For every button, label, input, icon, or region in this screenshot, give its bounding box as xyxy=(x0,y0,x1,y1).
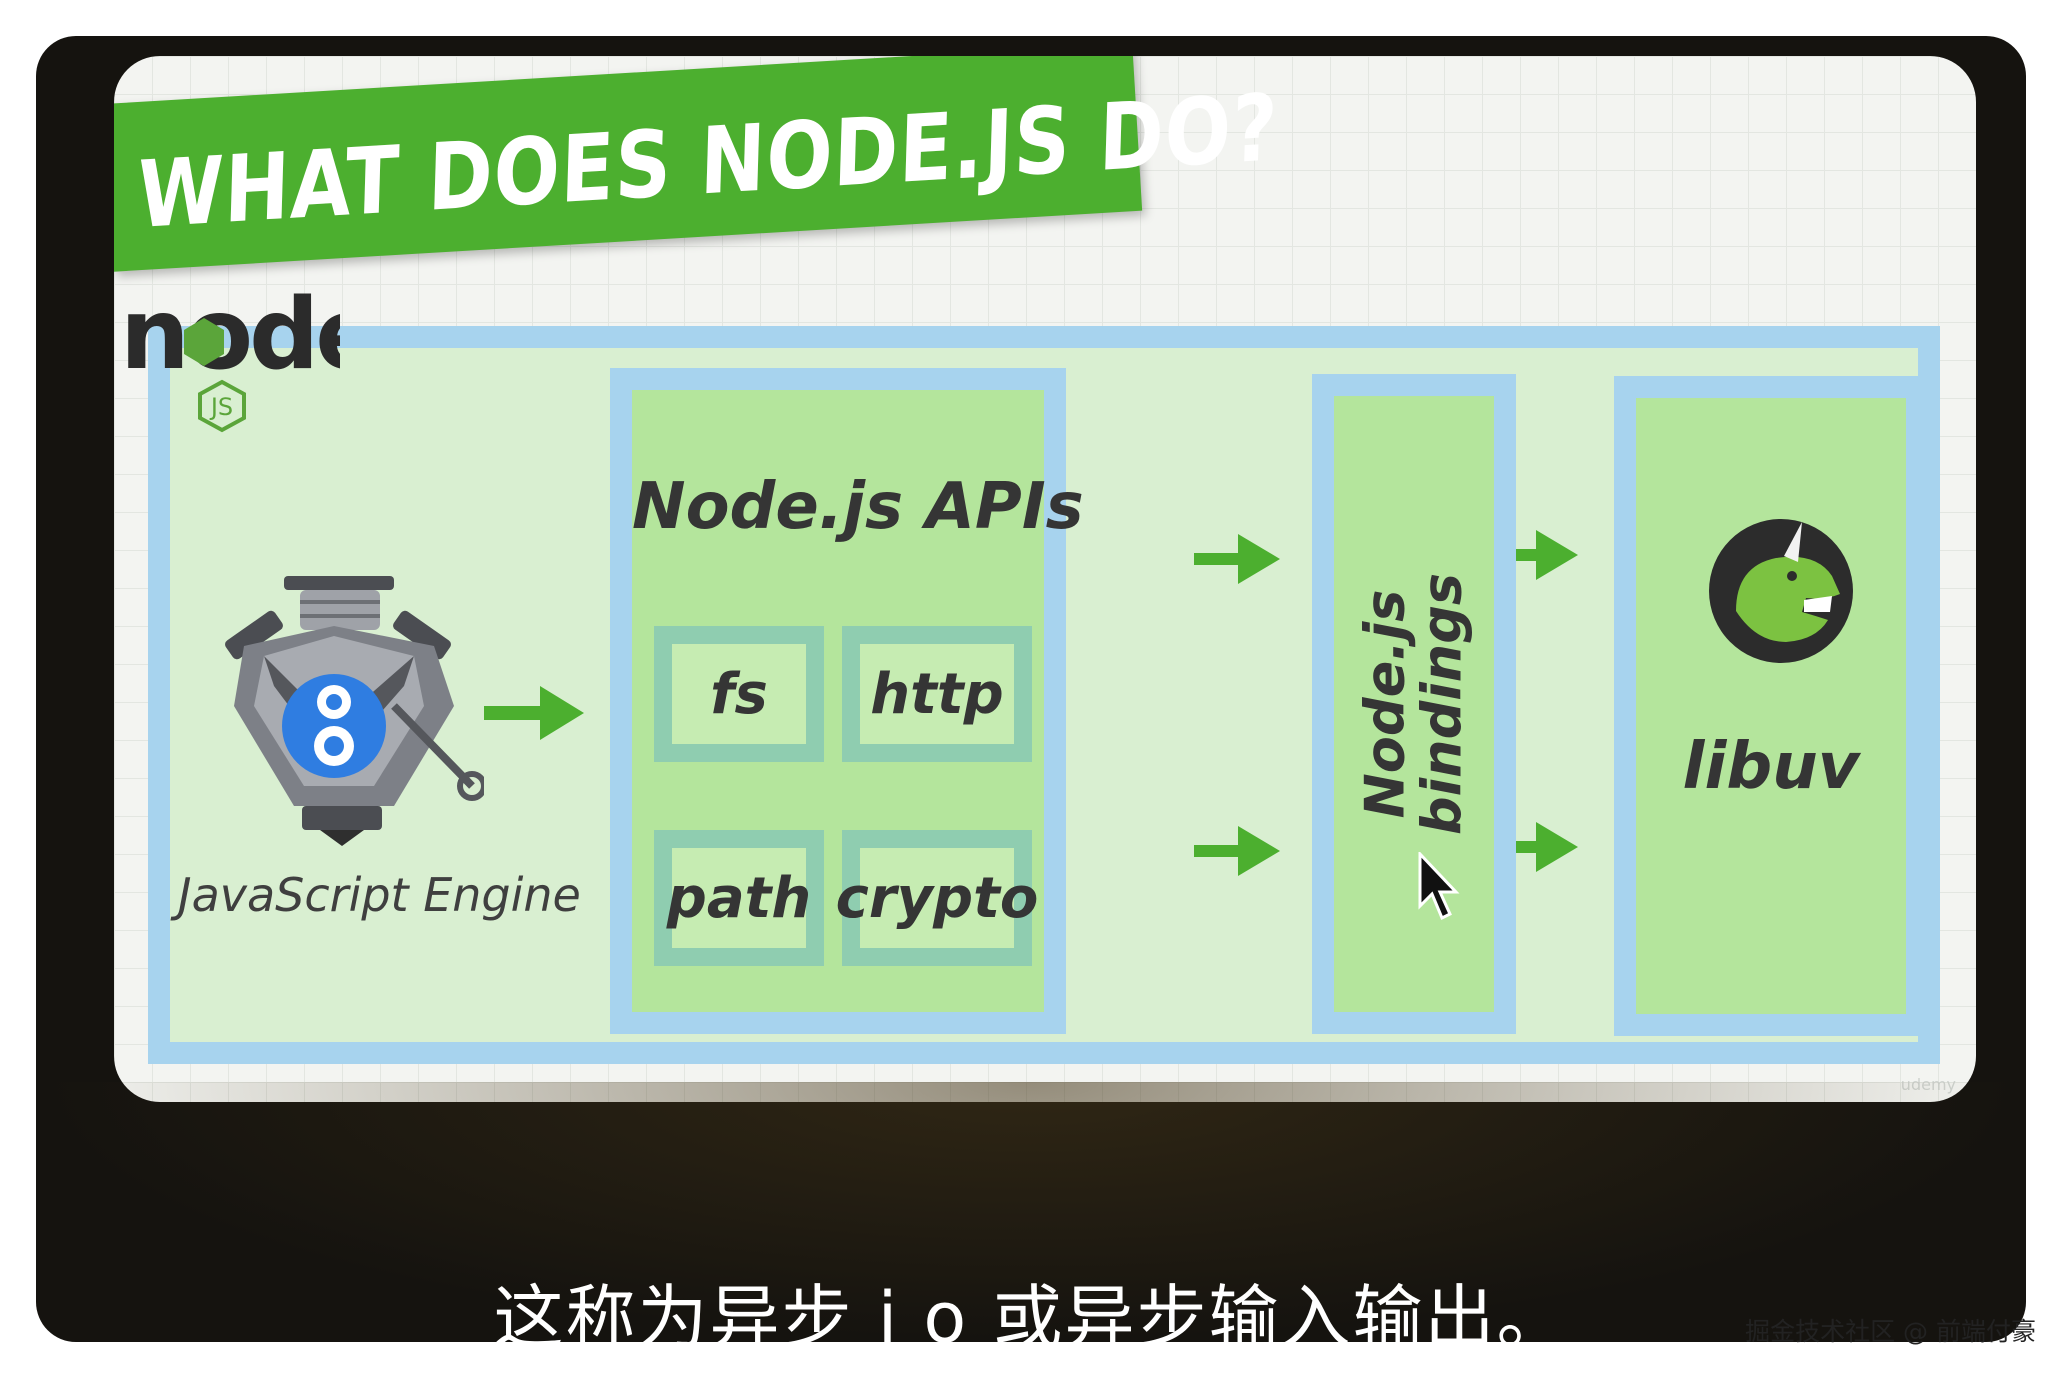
libuv-dino-icon xyxy=(1709,519,1853,663)
title-banner: WHAT DOES NODE.JS DO? xyxy=(114,56,1280,272)
site-watermark: 掘金技术社区 @ 前端付豪 xyxy=(1745,1317,2036,1346)
engine-label: JavaScript Engine xyxy=(178,868,581,922)
video-subtitle: 这称为异步 i o 或异步输入输出。 xyxy=(493,1277,1569,1342)
module-fs: fs xyxy=(654,626,824,762)
arrow-right-icon xyxy=(1194,534,1280,584)
module-crypto: crypto xyxy=(836,830,1038,966)
module-http: http xyxy=(842,626,1032,762)
nodejs-apis-title: Node.js APIs xyxy=(632,470,1084,544)
bindings-label-line2: bindings xyxy=(1410,572,1473,836)
node-logo-badge: JS xyxy=(209,393,233,421)
mouse-cursor-icon xyxy=(1418,852,1460,921)
node-logo-svg: node JS xyxy=(120,278,382,433)
bindings-label: Node.js bindings xyxy=(1353,572,1473,836)
module-path: path xyxy=(654,830,824,966)
video-player[interactable]: WHAT DOES NODE.JS DO? node JS xyxy=(36,36,2026,1342)
libuv-title: libuv xyxy=(1682,730,1860,804)
nodejs-bindings-box: Node.js bindings xyxy=(1312,374,1516,1034)
arrow-right-icon xyxy=(484,686,584,740)
arrow-right-icon xyxy=(1194,826,1280,876)
slide-title: WHAT DOES NODE.JS DO? xyxy=(135,75,1280,250)
node-logo-icon: node JS xyxy=(120,278,382,440)
slide: WHAT DOES NODE.JS DO? node JS xyxy=(114,56,1976,1102)
node-logo-text: node xyxy=(120,286,340,392)
libuv-box: libuv xyxy=(1614,376,1928,1036)
bindings-label-line1: Node.js xyxy=(1353,589,1417,819)
nodejs-apis-box: Node.js APIs fs http path crypto xyxy=(610,368,1084,1034)
v8-engine-icon xyxy=(224,576,487,896)
udemy-watermark: udemy xyxy=(1900,1075,1956,1094)
